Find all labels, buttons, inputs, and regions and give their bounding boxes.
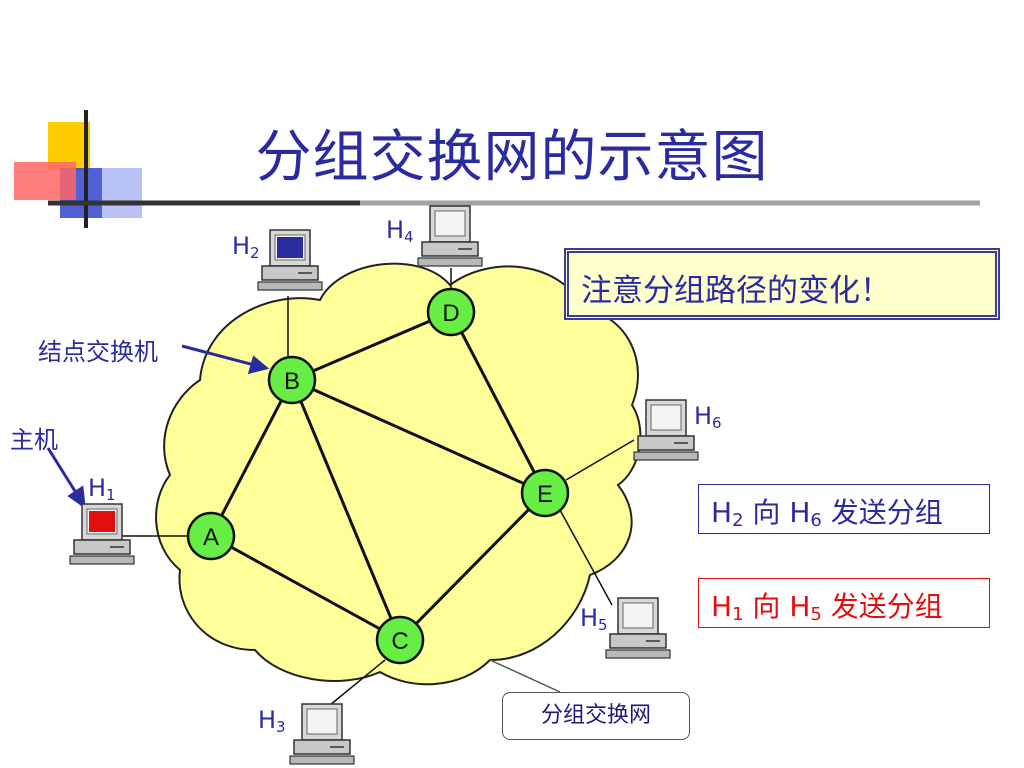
host-h3-label: H3	[258, 706, 286, 736]
link-b-d	[291, 310, 452, 382]
switch-node-e: E	[520, 468, 570, 518]
host-h2-label: H2	[232, 232, 260, 262]
computer-h2-icon	[257, 229, 323, 291]
links	[209, 310, 547, 642]
switch-node-label: B	[284, 368, 300, 395]
hosts	[69, 205, 699, 765]
host-links	[120, 268, 635, 706]
link-b-c	[290, 379, 402, 641]
note-box: 注意分组路径的变化！	[564, 248, 1000, 320]
legend-red-route: H1 向 H5 发送分组	[698, 578, 990, 628]
link-a-b	[209, 379, 294, 537]
switch-node-label: C	[391, 628, 408, 655]
host-h1-label: H1	[88, 474, 116, 504]
link-b-e	[291, 378, 546, 495]
host-label: 主机	[10, 426, 58, 454]
switch-nodes: A B C D E	[186, 287, 570, 665]
switch-node-b: B	[267, 355, 317, 405]
switch-label: 结点交换机	[38, 338, 158, 366]
annotation-arrows	[46, 344, 270, 510]
switch-node-label: D	[442, 300, 459, 327]
switch-node-label: A	[203, 524, 219, 551]
note-text: 注意分组路径的变化！	[581, 273, 891, 309]
switch-node-c: C	[375, 615, 425, 665]
computer-h6-icon	[633, 399, 699, 461]
switch-node-d: D	[426, 287, 476, 337]
legend-blue-route: H2 向 H6 发送分组	[698, 484, 990, 534]
page-title: 分组交换网的示意图	[255, 125, 769, 190]
computer-h5-icon	[605, 597, 671, 659]
computer-h3-icon	[289, 703, 355, 765]
network-callout: 分组交换网	[502, 692, 690, 740]
switch-node-label: E	[537, 481, 553, 508]
host-h6-label: H6	[694, 402, 722, 432]
computer-h1-icon	[69, 503, 135, 565]
computer-h4-icon	[417, 205, 483, 267]
link-c-e	[398, 491, 547, 642]
switch-node-a: A	[186, 511, 236, 561]
callout-pointer	[489, 659, 561, 693]
link-a-c	[210, 534, 401, 642]
slide-logo	[14, 110, 980, 228]
link-d-e	[449, 311, 547, 494]
host-h4-label: H4	[386, 216, 414, 246]
host-h5-label: H5	[580, 604, 608, 634]
